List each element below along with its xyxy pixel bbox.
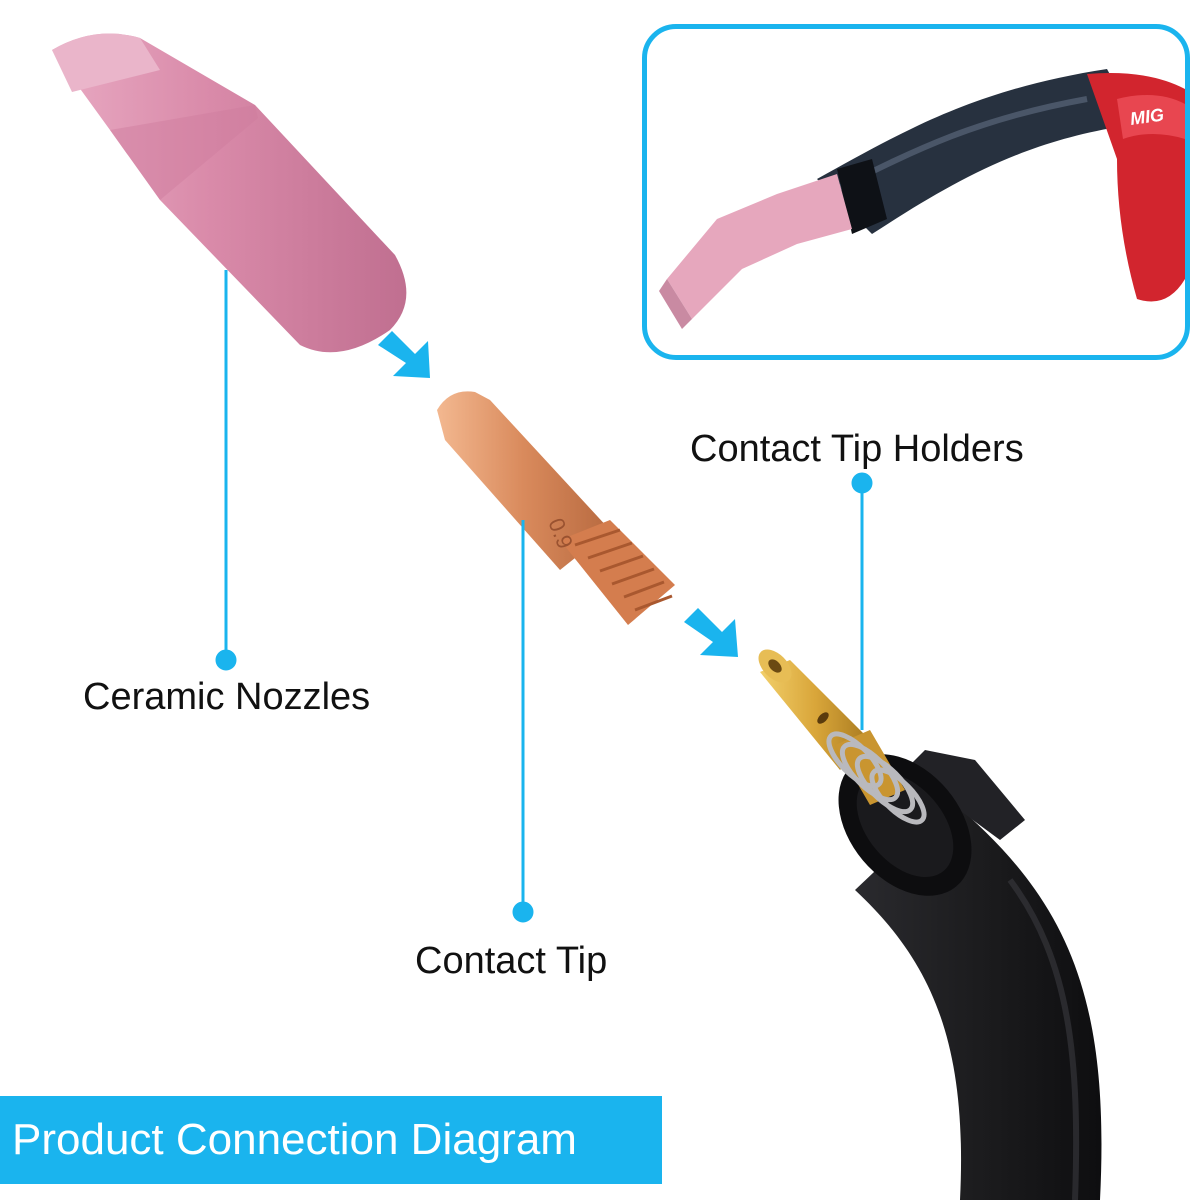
title-banner: Product Connection Diagram xyxy=(0,1096,662,1184)
ceramic-nozzle-graphic xyxy=(52,34,406,353)
arrow-tip-to-holder xyxy=(684,608,738,657)
callout-dot-nozzle xyxy=(217,651,235,669)
label-contact-tip: Contact Tip xyxy=(415,942,607,980)
label-ceramic-nozzles: Ceramic Nozzles xyxy=(83,678,370,716)
inset-illustration: MIG xyxy=(647,29,1185,355)
arrow-nozzle-to-tip xyxy=(378,331,430,378)
callout-dot-holder xyxy=(853,474,871,492)
hose xyxy=(811,728,1101,1200)
contact-tip-graphic: 0.9 xyxy=(437,391,675,625)
callout-lines xyxy=(217,270,871,921)
inset-assembled-view: MIG xyxy=(642,24,1190,360)
callout-dot-tip xyxy=(514,903,532,921)
inset-nozzle xyxy=(667,174,852,319)
banner-title: Product Connection Diagram xyxy=(0,1115,577,1165)
label-contact-tip-holders: Contact Tip Holders xyxy=(690,430,1024,468)
